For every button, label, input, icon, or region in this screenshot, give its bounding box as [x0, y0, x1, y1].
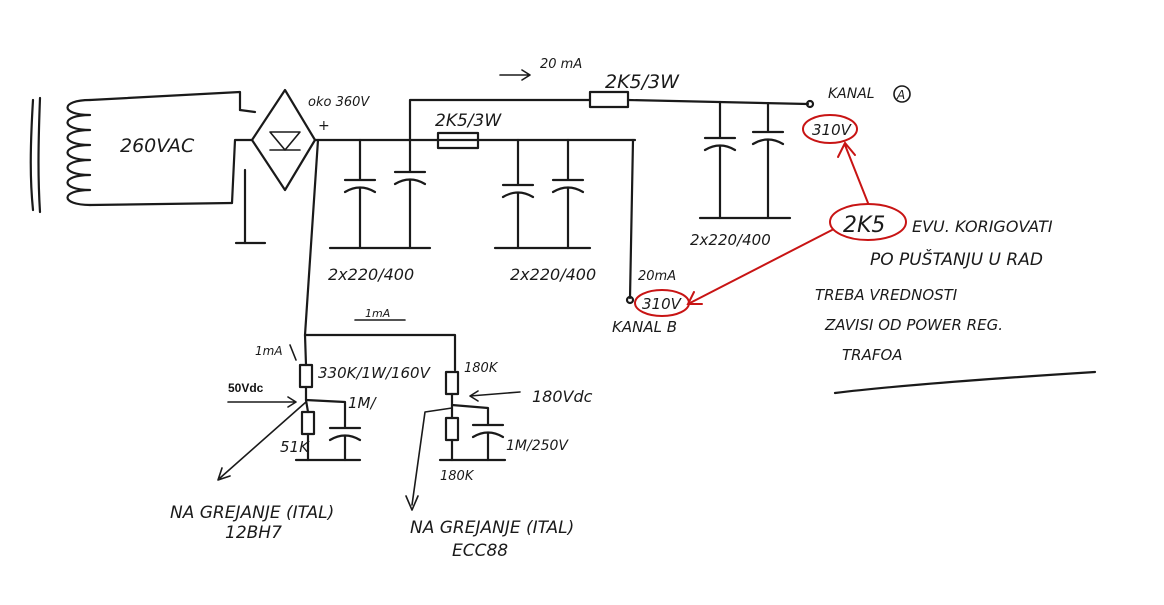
transformer	[29, 90, 242, 214]
upper-output-wire	[626, 98, 810, 106]
note-underline	[833, 370, 1097, 395]
channel-b-wire	[628, 138, 635, 300]
current-small-label: 1mA	[365, 307, 390, 320]
capacitor-1b	[393, 138, 427, 250]
current-20ma-label: 20 mA	[540, 57, 582, 72]
note-line5: TRAFOA	[842, 346, 903, 364]
note-resistor-label: 2K5	[843, 213, 885, 238]
resistor-2k5-mid	[436, 131, 480, 150]
heater-ecc88-line1: NA GREJANJE (ITAL)	[410, 518, 574, 538]
voltage-a-label: 310V	[812, 121, 853, 139]
note-line4: ZAVISI OD POWER REG.	[824, 316, 1003, 334]
resistor-330k	[298, 363, 314, 389]
dc-180v-label: 180Vdc	[532, 387, 593, 406]
channel-b-terminal	[625, 295, 635, 305]
transformer-voltage-label: 260VAC	[120, 135, 195, 157]
rectifier-diamond	[250, 88, 317, 192]
secondary-winding	[66, 98, 92, 207]
upper-branch-wire	[408, 98, 592, 142]
channel-a-letter: A	[896, 88, 905, 102]
voltage-b-label: 310V	[642, 295, 683, 313]
filter-capacitor-left	[304, 398, 362, 462]
cap-group-3-label: 2x220/400	[690, 231, 771, 249]
cap-1m-label: 1M/	[348, 394, 377, 412]
resistor-180k-bottom	[444, 416, 460, 442]
diode-symbol	[269, 131, 301, 151]
resistor-180k-top	[444, 370, 460, 396]
filter-capacitor-right	[450, 392, 505, 462]
channel-a-circle	[893, 85, 911, 103]
note-line3: TREBA VREDNOSTI	[815, 286, 958, 304]
dc-50v-arrow	[227, 396, 297, 408]
cap-group-2-label: 2x220/400	[510, 265, 596, 284]
cap-1m-250v-label: 1M/250V	[506, 438, 569, 454]
divider-wire-left	[303, 333, 308, 402]
annotation-arrow-b	[686, 229, 833, 305]
dc-50v-label: 50Vdc	[228, 381, 264, 395]
capacitor-3a	[703, 100, 737, 220]
resistor-top-label: 2K5/3W	[605, 71, 680, 93]
heater-ecc88-line2: ECC88	[452, 541, 508, 561]
rectifier-voltage-label: oko 360V	[308, 95, 370, 110]
plus-node-label: +	[318, 118, 330, 134]
transformer-core-line	[29, 98, 35, 212]
heater-12bh7-line2: 12BH7	[225, 523, 282, 543]
resistor-2k5-top	[588, 90, 630, 109]
note-line1: EVU. KORIGOVATI	[912, 217, 1053, 236]
heater-12bh7-arrow	[217, 401, 307, 481]
secondary-top-lead	[88, 90, 242, 112]
capacitor-2b	[551, 138, 585, 250]
ac-lead-2	[230, 138, 254, 205]
channel-a-label: KANAL	[828, 86, 875, 102]
channel-a-terminal	[805, 99, 815, 109]
bridge-rectifier	[230, 88, 317, 245]
voltage-a-highlight	[802, 114, 858, 144]
resistor-180k-bottom-label: 180K	[440, 469, 475, 484]
heater-ecc88-arrow	[405, 407, 453, 511]
capacitor-1a	[343, 138, 377, 250]
resistor-mid-label: 2K5/3W	[435, 111, 502, 131]
resistor-180k-top-label: 180K	[464, 361, 499, 376]
current-arrow-top	[499, 69, 531, 81]
current-1ma-arrow	[289, 344, 297, 361]
resistor-51k	[300, 410, 316, 436]
cap-group-1-label: 2x220/400	[328, 265, 414, 284]
capacitor-group-1	[328, 138, 432, 250]
current-b-label: 20mA	[638, 269, 676, 284]
capacitor-3b	[751, 101, 785, 220]
dc-180v-arrow	[469, 390, 521, 402]
resistor-51k-label: 51K	[280, 438, 310, 456]
note-resistor-highlight	[829, 203, 907, 241]
capacitor-group-2	[493, 138, 592, 250]
annotation-arrow-a	[837, 141, 869, 204]
heater-12bh7-line1: NA GREJANJE (ITAL)	[170, 503, 334, 523]
divider-resistor-label: 330K/1W/160V	[318, 364, 432, 382]
note-line2: PO PUŠTANJU U RAD	[870, 248, 1043, 270]
capacitor-group-3	[698, 100, 792, 220]
heater-supply-wire	[303, 138, 457, 372]
capacitor-2a	[501, 138, 535, 250]
transformer-core-line-2	[37, 96, 42, 214]
current-1ma-label: 1mA	[255, 344, 283, 358]
channel-b-label: KANAL B	[612, 318, 677, 336]
secondary-bottom-lead	[88, 201, 234, 207]
ac-lead-1	[238, 108, 257, 114]
